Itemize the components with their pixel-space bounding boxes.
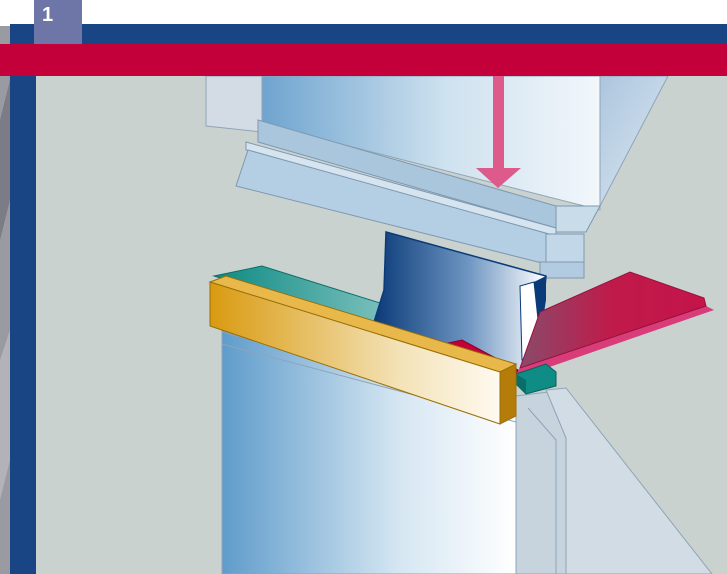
header-band [0, 44, 727, 76]
step-badge: 1 [34, 0, 82, 44]
